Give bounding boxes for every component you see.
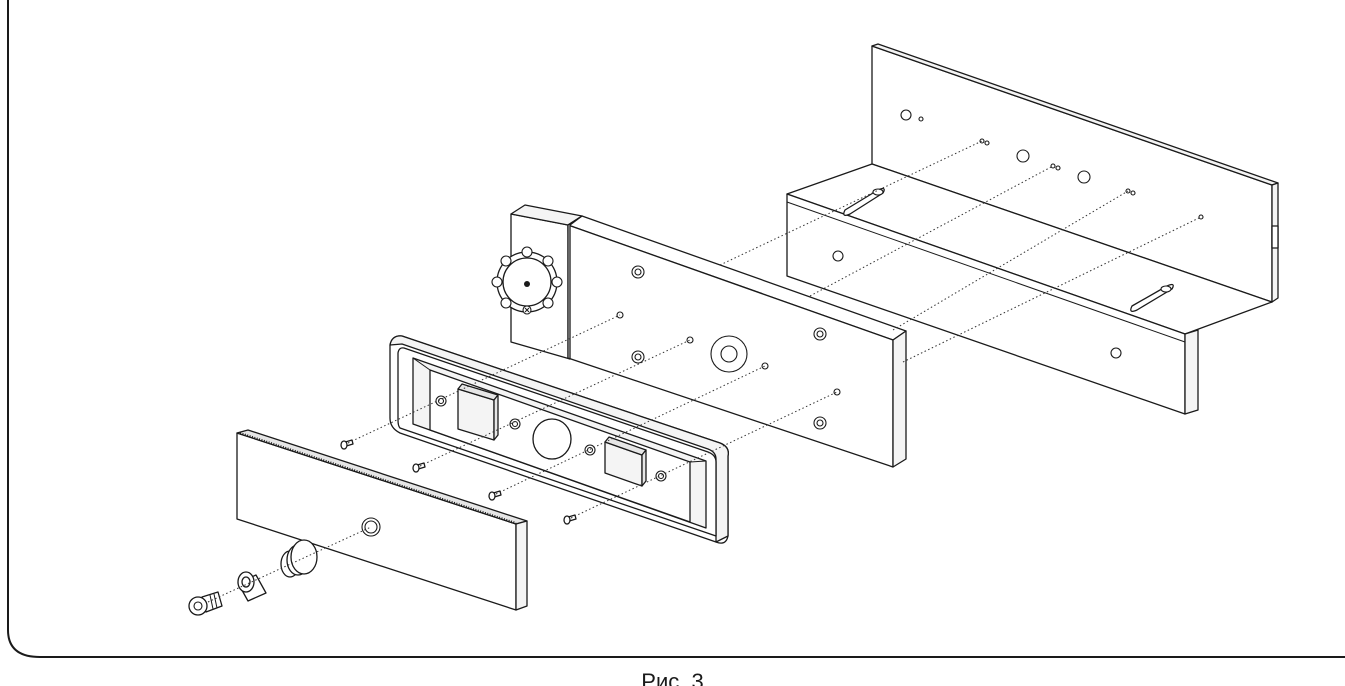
alignment-lines [207,140,1202,603]
mounting-screw [563,514,577,525]
adjustment-dial [491,246,563,315]
mounting-screw [412,462,426,473]
mounting-screw [340,439,354,450]
coil-block [604,436,647,487]
figure-caption: Рис. 3 [641,671,704,686]
bracket-hole [900,109,912,121]
frame-border [7,0,1345,658]
rubber-washers [280,539,318,578]
mounting-bracket [786,43,1279,415]
magnet-housing [389,335,729,544]
mounting-screw [488,490,502,501]
bracket-slot [1130,283,1174,312]
coil-block [457,383,499,441]
armature-bolt [188,591,223,616]
armature-plate [236,429,528,611]
center-core [532,418,572,460]
spacer-sleeve [237,571,267,602]
bracket-slot [843,187,885,216]
